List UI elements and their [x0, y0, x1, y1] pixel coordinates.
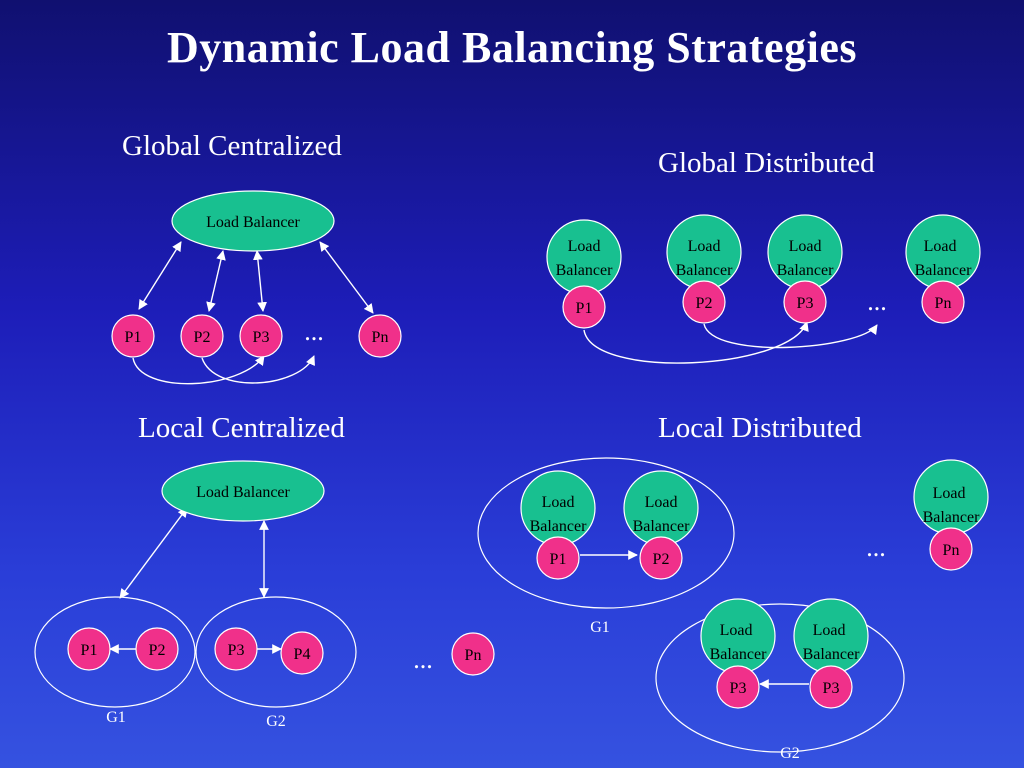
group-g2	[655, 603, 905, 753]
processor-node	[280, 631, 324, 675]
link-lb-p2	[206, 250, 226, 312]
load-label: Load	[933, 485, 966, 502]
transfer-p2-dots	[703, 323, 878, 349]
group-g1	[477, 457, 735, 609]
processor-node	[562, 285, 606, 329]
transfer-p2-dots	[201, 355, 315, 384]
slide-title: Dynamic Load Balancing Strategies	[167, 23, 857, 72]
load-label: Load	[924, 238, 957, 255]
section-title-local-centralized: Local Centralized	[138, 412, 345, 444]
load-balancer-node	[546, 219, 622, 295]
processor-label: P1	[550, 551, 567, 568]
section-title-global-centralized: Global Centralized	[122, 130, 342, 162]
load-label: Load	[542, 494, 575, 511]
processor-node	[239, 314, 283, 358]
processor-label: Pn	[935, 295, 952, 312]
section-title-local-distributed: Local Distributed	[658, 412, 862, 444]
balancer-label: Balancer	[710, 646, 768, 663]
ellipsis: ...	[304, 317, 324, 346]
processor-label: P3	[253, 329, 270, 346]
processor-label: P1	[81, 642, 98, 659]
balancer-label: Balancer	[676, 262, 734, 279]
balancer-label: Balancer	[923, 509, 981, 526]
load-label: Load	[688, 238, 721, 255]
global-distributed-diagram: Load Balancer P1 Load Balancer P2 Load B…	[546, 214, 981, 364]
processor-label: Pn	[465, 647, 482, 664]
link-lb-pn	[319, 241, 374, 314]
load-balancer-node	[171, 190, 335, 252]
processor-label: P3	[730, 680, 747, 697]
load-balancer-label: Load Balancer	[196, 484, 290, 501]
processor-label: P2	[653, 551, 670, 568]
balancer-label: Balancer	[633, 518, 691, 535]
processor-node	[180, 314, 224, 358]
load-balancer-node	[161, 460, 325, 522]
load-label: Load	[813, 622, 846, 639]
processor-node	[809, 665, 853, 709]
link-lb-p3	[253, 250, 267, 312]
processor-node	[682, 280, 726, 324]
balancer-label: Balancer	[556, 262, 614, 279]
processor-label: P4	[294, 646, 311, 663]
group-label-g2: G2	[780, 745, 800, 762]
load-label: Load	[645, 494, 678, 511]
group-g2	[195, 596, 357, 708]
section-title-global-distributed: Global Distributed	[658, 147, 875, 179]
processor-node	[111, 314, 155, 358]
link-lb-p1	[138, 241, 182, 310]
processor-node	[358, 314, 402, 358]
local-centralized-diagram: Load Balancer P1 P2 P3 P4 ... Pn G1 G2	[34, 460, 495, 730]
group-label-g2: G2	[266, 713, 286, 730]
processor-node	[716, 665, 760, 709]
processor-node	[214, 627, 258, 671]
processor-label: Pn	[943, 542, 960, 559]
load-label: Load	[720, 622, 753, 639]
processor-label: P1	[125, 329, 142, 346]
group-label-g1: G1	[590, 619, 610, 636]
load-label: Load	[568, 238, 601, 255]
processor-node	[536, 536, 580, 580]
group-g1	[34, 596, 196, 708]
transfer-p1-p3	[583, 321, 809, 364]
processor-label: P3	[823, 680, 840, 697]
transfer-p1-p3	[132, 355, 265, 385]
local-distributed-diagram: Load Balancer P1 Load Balancer P2 G1 ...…	[477, 457, 989, 762]
processor-label: Pn	[372, 329, 389, 346]
processor-label: P2	[149, 642, 166, 659]
balancer-label: Balancer	[777, 262, 835, 279]
ellipsis: ...	[867, 287, 887, 316]
load-label: Load	[789, 238, 822, 255]
balancer-label: Balancer	[530, 518, 588, 535]
processor-node	[67, 627, 111, 671]
load-balancer-label: Load Balancer	[206, 214, 300, 231]
link-lb-g1	[119, 507, 188, 599]
processor-node	[639, 536, 683, 580]
processor-label: P3	[228, 642, 245, 659]
processor-label: P3	[797, 295, 814, 312]
ellipsis: ...	[866, 533, 886, 562]
processor-node	[135, 627, 179, 671]
group-label-g1: G1	[106, 709, 126, 726]
ellipsis: ...	[413, 645, 433, 674]
processor-label: P2	[194, 329, 211, 346]
balancer-label: Balancer	[915, 262, 973, 279]
processor-node	[451, 632, 495, 676]
processor-label: P1	[576, 300, 593, 317]
balancer-label: Balancer	[803, 646, 861, 663]
processor-label: P2	[696, 295, 713, 312]
processor-node	[929, 527, 973, 571]
processor-node	[921, 280, 965, 324]
processor-node	[783, 280, 827, 324]
global-centralized-diagram: Load Balancer P1 P2 P3 ... Pn	[111, 190, 402, 385]
